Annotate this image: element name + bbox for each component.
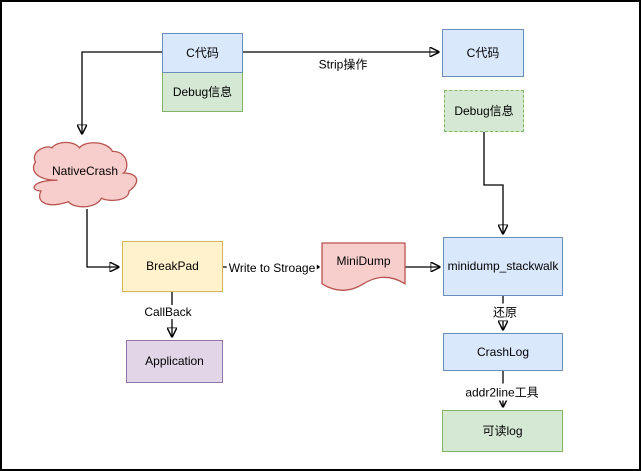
edge-label-addr2line: addr2line工具 (463, 383, 541, 401)
edge-label-write-to-storage: Write to Stroage (226, 261, 318, 275)
node-label: NativeCrash (51, 163, 119, 178)
node-minidump-stackwalk: minidump_stackwalk (443, 237, 563, 296)
document-shape-icon (321, 242, 406, 291)
node-label: MiniDump (336, 253, 391, 268)
node-label: minidump_stackwalk (447, 259, 559, 274)
node-crashlog: CrashLog (443, 333, 563, 371)
node-breakpad: BreakPad (122, 241, 223, 292)
node-native-crash: NativeCrash (30, 137, 140, 209)
node-readable-log: 可读log (442, 410, 563, 452)
cloud-shape-icon (32, 141, 138, 208)
node-label: CrashLog (476, 344, 530, 359)
edge-label-strip: Strip操作 (316, 55, 370, 73)
edge-label-callback: CallBack (142, 305, 194, 319)
edge-label-restore: 还原 (490, 303, 520, 321)
node-minidump: MiniDump (321, 242, 406, 291)
node-debug-info-left: Debug信息 (162, 72, 243, 112)
edge-nativecrash-to-breakpad (86, 209, 119, 267)
node-label: BreakPad (146, 259, 199, 274)
node-application: Application (126, 340, 223, 383)
node-label: C代码 (466, 45, 500, 60)
node-label: Debug信息 (454, 103, 514, 118)
node-c-code-left: C代码 (162, 33, 243, 73)
node-label: Application (145, 354, 204, 369)
node-label: C代码 (186, 45, 219, 60)
node-label: 可读log (482, 423, 523, 438)
edge-ccode-to-nativecrash (82, 51, 162, 134)
node-debug-info-right: Debug信息 (444, 90, 524, 132)
node-label: Debug信息 (172, 84, 233, 99)
edge-debuginfo-to-stackwalk (483, 132, 503, 234)
node-c-code-right: C代码 (442, 29, 524, 77)
